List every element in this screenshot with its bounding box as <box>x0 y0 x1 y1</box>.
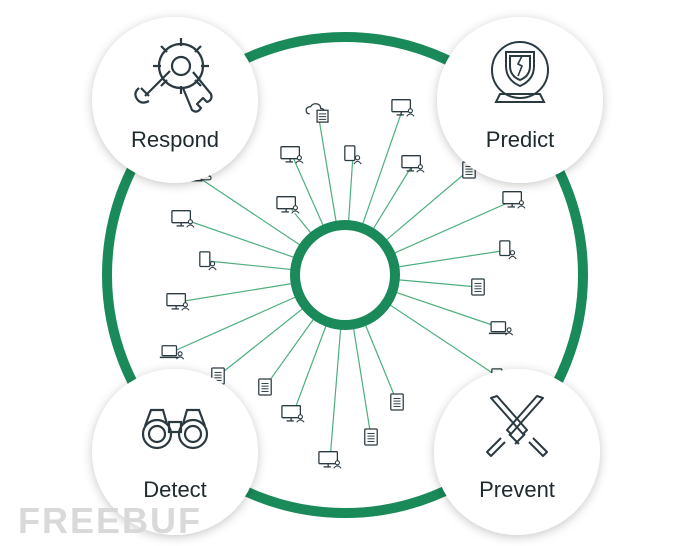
center-hub <box>290 220 400 330</box>
desktop-user-icon <box>166 293 190 311</box>
prevent-label: Prevent <box>479 477 555 502</box>
detect-label: Detect <box>143 477 207 502</box>
server-icon <box>364 428 378 446</box>
desktop-user-icon <box>280 146 304 164</box>
desktop-user-icon <box>401 155 425 173</box>
desktop-user-icon <box>276 196 300 214</box>
cloud-server-icon <box>305 103 329 123</box>
detect-badge[interactable]: Detect <box>92 369 258 535</box>
gear-wrench-icon <box>134 38 213 113</box>
binoculars-icon <box>141 408 209 450</box>
desktop-user-icon <box>318 451 342 469</box>
desktop-user-icon <box>391 99 415 117</box>
respond-label: Respond <box>131 127 219 152</box>
respond-badge[interactable]: Respond <box>92 17 258 183</box>
desktop-user-icon <box>171 210 195 228</box>
desktop-user-icon <box>502 191 526 209</box>
predict-label: Predict <box>486 127 554 152</box>
server-icon <box>258 378 272 396</box>
tablet-user-icon <box>499 240 517 260</box>
desktop-user-icon <box>281 405 305 423</box>
laptop-user-icon <box>488 320 514 336</box>
laptop-user-icon <box>159 344 185 360</box>
crossed-swords-icon <box>486 395 548 457</box>
prevent-badge[interactable]: Prevent <box>434 369 600 535</box>
predict-badge[interactable]: Predict <box>437 17 603 183</box>
shield-crystal-ball-icon <box>491 41 549 103</box>
watermark-text: FREEBUF <box>18 500 202 541</box>
server-icon <box>471 278 485 296</box>
outer-ring <box>102 32 588 518</box>
server-icon <box>390 393 404 411</box>
